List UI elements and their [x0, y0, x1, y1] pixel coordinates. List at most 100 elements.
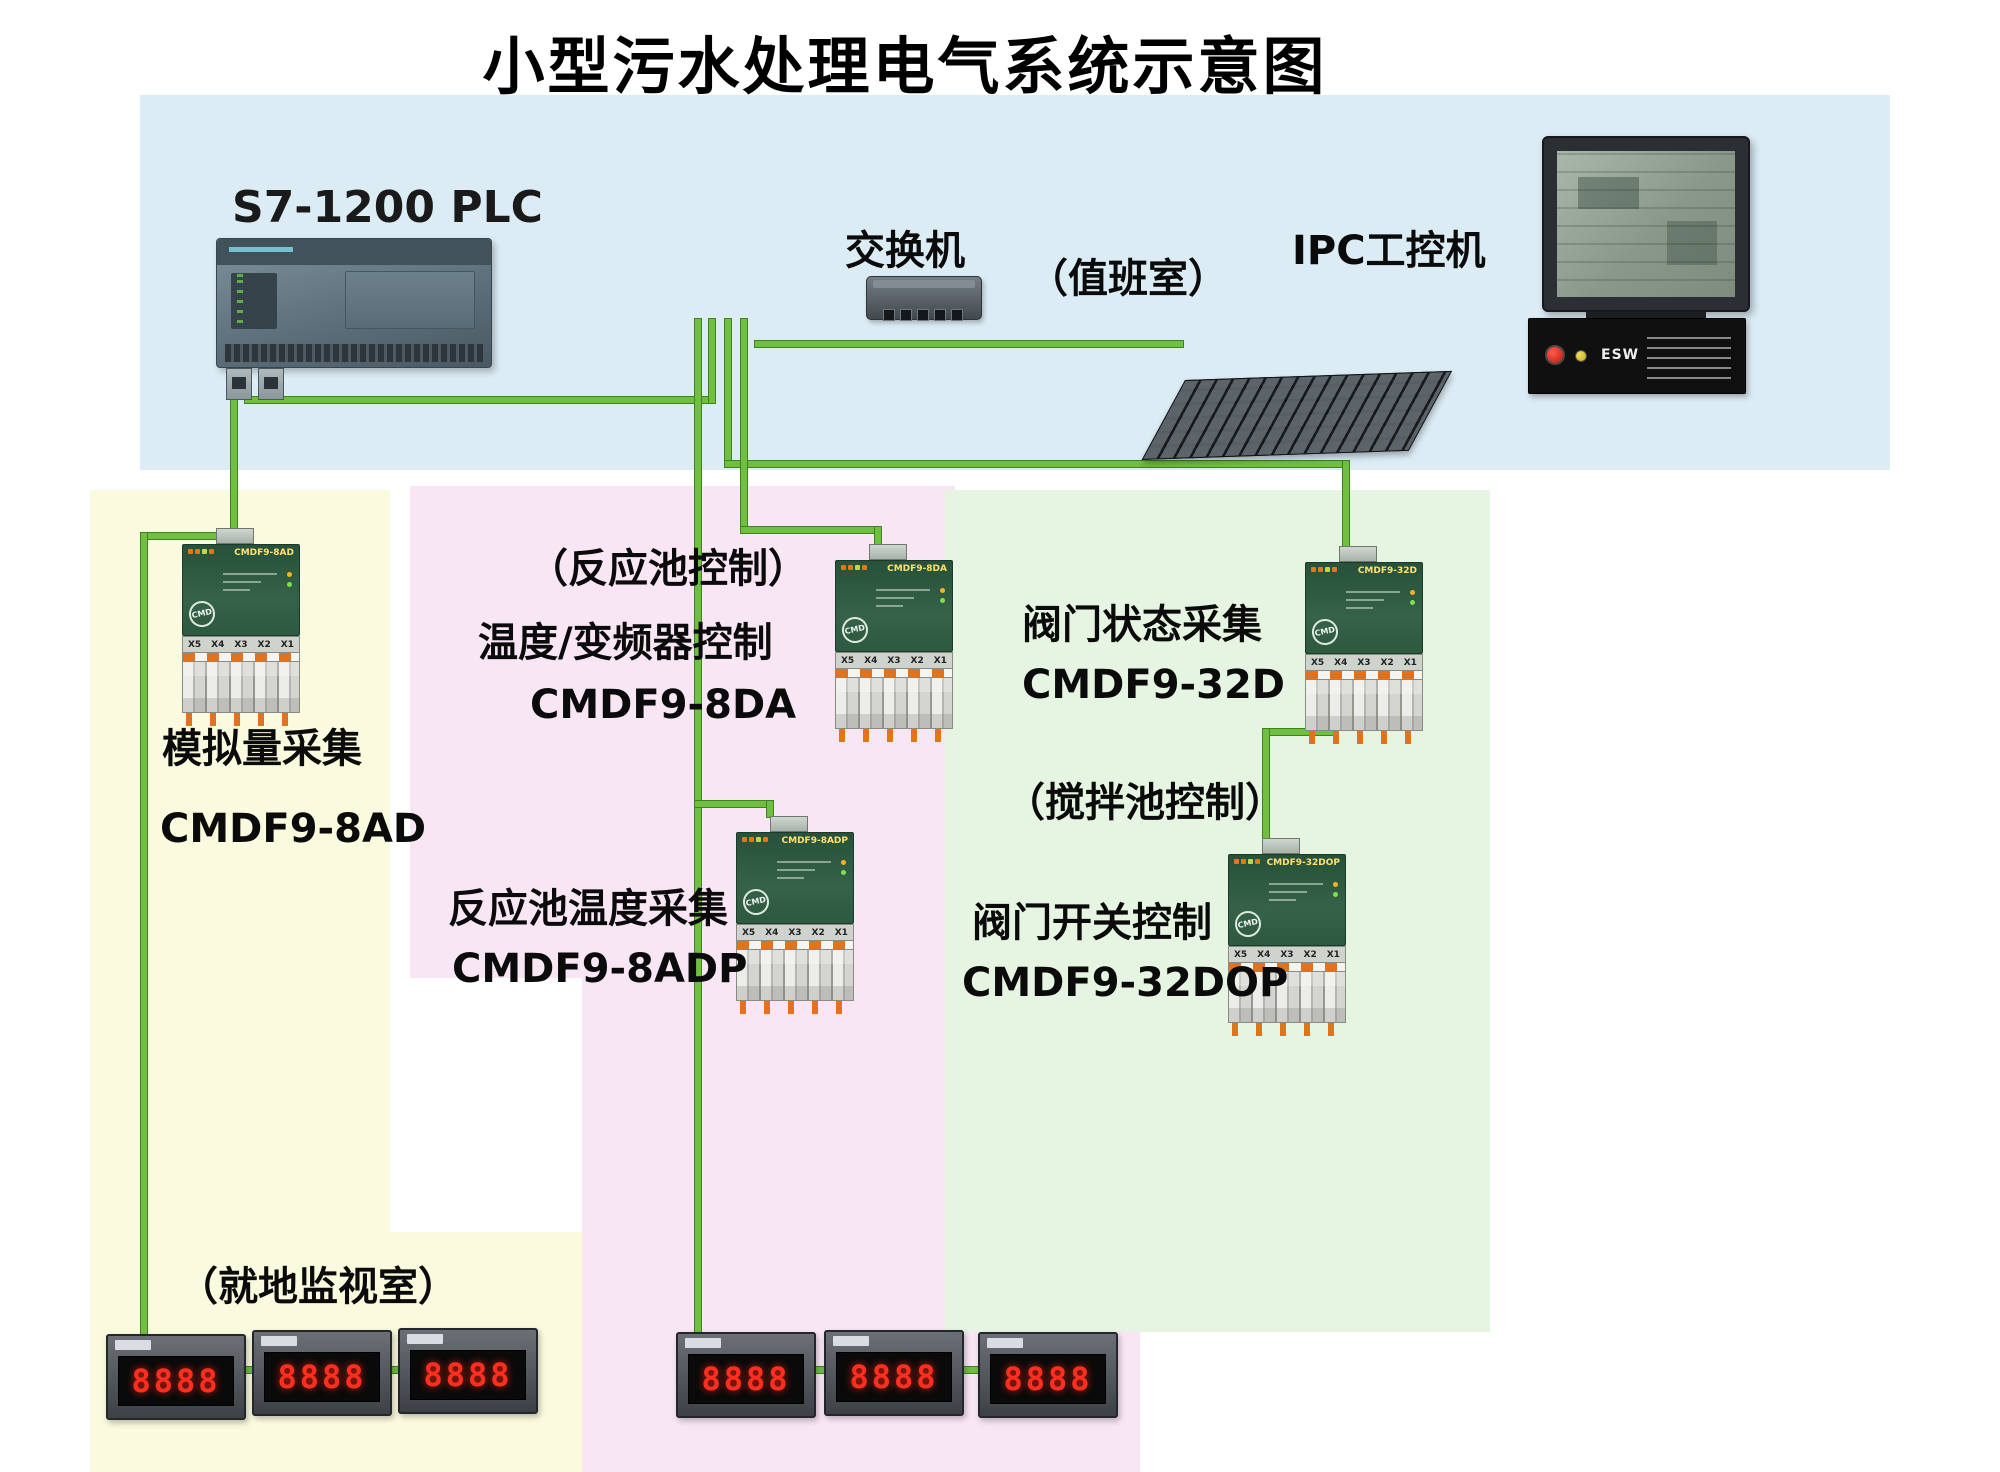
- meter-display: 8888: [836, 1352, 952, 1402]
- terminal-label: X4: [1257, 949, 1271, 960]
- plc-status-leds: [231, 273, 277, 329]
- meter-label-chip: [261, 1336, 297, 1346]
- cmd-logo: CMD: [839, 614, 871, 646]
- terminal-top-strip: [1305, 670, 1423, 679]
- ipc-chassis-text-lines: [1647, 335, 1731, 379]
- terminal-blocks: [1305, 679, 1423, 731]
- meter-display: 8888: [118, 1356, 234, 1406]
- switch-ports: [883, 309, 963, 321]
- module-leds: [287, 567, 292, 592]
- terminal-label: X4: [864, 655, 878, 666]
- bus-connector: [869, 544, 907, 560]
- terminal-label-row: X5 X4 X3 X2 X1: [736, 924, 854, 940]
- cable-switch-drop-right: [724, 318, 732, 468]
- switch-port: [883, 309, 895, 321]
- wire-pigtails: [839, 729, 953, 742]
- io-module-cmdf9-8da: CMDF9-8DA CMD X5 X4 X3 X2 X1: [835, 544, 953, 742]
- plc-profinet-connector: [258, 368, 284, 400]
- wire-pigtails: [1309, 731, 1423, 744]
- module-brand-dots: [1234, 859, 1260, 864]
- module-model-text: CMDF9-32DOP: [1266, 858, 1340, 868]
- module-model-text: CMDF9-32D: [1357, 566, 1417, 576]
- terminal-top-strip: [835, 668, 953, 677]
- terminal-blocks: [835, 677, 953, 729]
- module-leds: [940, 583, 945, 608]
- wire-pigtails: [1232, 1023, 1346, 1036]
- terminal-label: X1: [280, 639, 294, 650]
- terminal-blocks: [1228, 971, 1346, 1023]
- terminal-label: X1: [1403, 657, 1417, 668]
- module-brand-dots: [742, 837, 768, 842]
- terminal-label: X2: [1303, 949, 1317, 960]
- cmdf9-8adp-label: CMDF9-8ADP: [452, 946, 748, 992]
- module-model-text: CMDF9-8ADP: [781, 836, 848, 846]
- module-text-lines: [777, 855, 831, 885]
- terminal-label-row: X5 X4 X3 X2 X1: [835, 652, 953, 668]
- indicator-button: [1575, 350, 1587, 362]
- module-body: CMDF9-32D CMD: [1305, 562, 1423, 654]
- terminal-label: X3: [788, 927, 802, 938]
- bus-connector: [216, 528, 254, 544]
- module-brand-dots: [1311, 567, 1337, 572]
- module-leds: [1410, 585, 1415, 610]
- terminal-label: X3: [1357, 657, 1371, 668]
- module-text-lines: [876, 583, 930, 613]
- cable-drop-to-8da: [740, 318, 748, 534]
- plc-body: [216, 238, 492, 368]
- module-body: CMDF9-8DA CMD: [835, 560, 953, 652]
- module-body: CMDF9-8ADP CMD: [736, 832, 854, 924]
- diagram-title: 小型污水处理电气系统示意图: [482, 30, 1328, 103]
- cmd-logo: CMD: [1232, 908, 1264, 940]
- plc-profinet-connector: [226, 368, 252, 400]
- temp-vfd-label: 温度/变频器控制: [478, 620, 773, 666]
- cable-trunk-to-valve-zone: [724, 460, 1350, 468]
- terminal-label: X1: [933, 655, 947, 666]
- module-model-text: CMDF9-8DA: [887, 564, 947, 574]
- module-brand-dots: [188, 549, 214, 554]
- module-text-lines: [1346, 585, 1400, 615]
- terminal-label: X4: [1334, 657, 1348, 668]
- terminal-top-strip: [182, 652, 300, 661]
- valve-status-label: 阀门状态采集: [1022, 602, 1262, 648]
- monitor-stand: [1586, 312, 1706, 322]
- reaction-temp-label: 反应池温度采集: [448, 886, 728, 932]
- duty-room-label: （值班室）: [1028, 256, 1228, 302]
- switch-port: [900, 309, 912, 321]
- emergency-stop-button: [1545, 345, 1565, 365]
- terminal-label-row: X5 X4 X3 X2 X1: [182, 636, 300, 652]
- bus-connector: [1339, 546, 1377, 562]
- bus-connector: [770, 816, 808, 832]
- ipc-screen: [1557, 151, 1735, 297]
- terminal-label: X3: [887, 655, 901, 666]
- terminal-label: X4: [211, 639, 225, 650]
- meter-display: 8888: [688, 1354, 804, 1404]
- terminal-label: X1: [834, 927, 848, 938]
- cable-run-to-8adp: [694, 800, 774, 808]
- bus-connector: [1262, 838, 1300, 854]
- terminal-label: X1: [1326, 949, 1340, 960]
- terminal-label: X3: [1280, 949, 1294, 960]
- digital-panel-meter: 8888: [398, 1328, 538, 1414]
- terminal-top-strip: [736, 940, 854, 949]
- ipc-label: IPC工控机: [1292, 228, 1486, 274]
- cmd-logo: CMD: [740, 886, 772, 918]
- plc-device: [216, 238, 492, 400]
- cable-drop-to-8adp-and-meters: [694, 318, 702, 1372]
- ipc-monitor: [1542, 136, 1750, 312]
- meter-display: 8888: [410, 1350, 526, 1400]
- switch-port: [934, 309, 946, 321]
- terminal-label: X2: [257, 639, 271, 650]
- plc-brand-mark: [229, 247, 293, 252]
- digital-panel-meter: 8888: [106, 1334, 246, 1420]
- io-module-cmdf9-8adp: CMDF9-8ADP CMD X5 X4 X3 X2 X1: [736, 816, 854, 1014]
- plc-label: S7-1200 PLC: [232, 182, 543, 233]
- cable-left-drop-to-meters: [140, 532, 148, 1374]
- network-switch-device: [866, 276, 982, 321]
- stir-pool-label: （搅拌池控制）: [1005, 780, 1285, 826]
- terminal-label: X5: [1310, 657, 1325, 668]
- valve-control-label: 阀门开关控制: [972, 900, 1212, 946]
- terminal-label: X4: [765, 927, 779, 938]
- meter-display: 8888: [264, 1352, 380, 1402]
- module-brand-dots: [841, 565, 867, 570]
